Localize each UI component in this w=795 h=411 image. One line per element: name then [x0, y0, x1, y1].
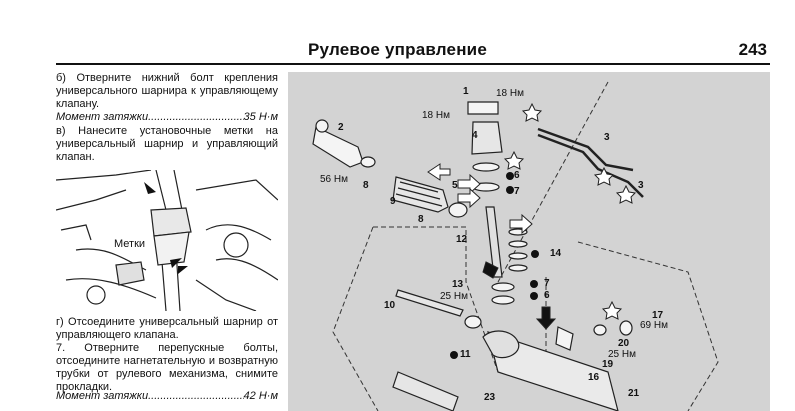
callout-19: 19 — [602, 359, 614, 370]
torque-value: 35 Н·м — [243, 111, 278, 123]
step-g-text: г) Отсоедините универсальный шарнир от у… — [56, 316, 278, 341]
torque-label-56nm: 56 Нм — [320, 174, 348, 185]
callout-13: 13 — [452, 279, 464, 290]
page-title: Рулевое управление — [308, 40, 487, 59]
step-v-text: в) Нанесите установочные метки на универ… — [56, 125, 278, 163]
diagram-illustration — [312, 81, 719, 411]
callout-7a: 7 — [514, 186, 520, 197]
callout-8b: 8 — [418, 214, 424, 225]
callout-7b: 7 — [544, 278, 550, 289]
callout-21: 21 — [628, 388, 640, 399]
photo-illustration — [56, 170, 278, 311]
callout-23: 23 — [484, 392, 496, 403]
torque-label: Момент затяжки — [56, 390, 149, 402]
callout-10: 10 — [384, 300, 396, 311]
callout-9: 9 — [390, 196, 396, 207]
callout-20: 20 — [618, 338, 630, 349]
torque-label-18nm-b: 18 Нм — [422, 110, 450, 121]
torque-label-25nm-a: 25 Нм — [440, 291, 468, 302]
steering-column-photo — [56, 170, 278, 311]
step-7-text: 7. Отверните перепускные болты, отсоедин… — [56, 342, 278, 393]
torque-label-69nm: 69 Нм — [640, 320, 668, 331]
torque-dots — [148, 390, 243, 403]
step-b-text: б) Отверните нижний болт крепления униве… — [56, 72, 278, 110]
callout-3b: 3 — [638, 180, 644, 191]
torque-dots — [148, 111, 243, 124]
torque-line-2: Момент затяжки 42 Н·м — [56, 390, 278, 403]
callout-8a: 8 — [363, 180, 369, 191]
callout-3a: 3 — [604, 132, 610, 143]
exploded-diagram: 1 2 3 3 4 5 6 6 7 7 8 8 9 10 11 12 13 14… — [288, 72, 770, 411]
header-rule — [56, 63, 770, 65]
callout-11: 11 — [460, 349, 471, 360]
callout-6a: 6 — [514, 170, 520, 181]
step-g-and-7-text: г) Отсоедините универсальный шарнир от у… — [56, 316, 278, 394]
torque-label: Момент затяжки — [56, 111, 149, 123]
callout-12: 12 — [456, 234, 468, 245]
callout-14: 14 — [550, 248, 562, 259]
page-number: 243 — [738, 40, 767, 59]
torque-label-25nm-b: 25 Нм — [608, 349, 636, 360]
torque-value: 42 Н·м — [243, 390, 278, 402]
callout-5: 5 — [452, 180, 458, 191]
callout-16: 16 — [588, 372, 600, 383]
torque-label-18nm-a: 18 Нм — [496, 88, 524, 99]
torque-line-1: Момент затяжки 35 Н·м — [56, 111, 278, 124]
callout-1: 1 — [463, 86, 469, 97]
photo-label-marks: Метки — [113, 238, 147, 250]
callout-4: 4 — [472, 130, 478, 141]
callout-17: 17 — [652, 310, 664, 321]
callout-2: 2 — [338, 122, 344, 133]
callout-6b: 6 — [544, 290, 550, 301]
